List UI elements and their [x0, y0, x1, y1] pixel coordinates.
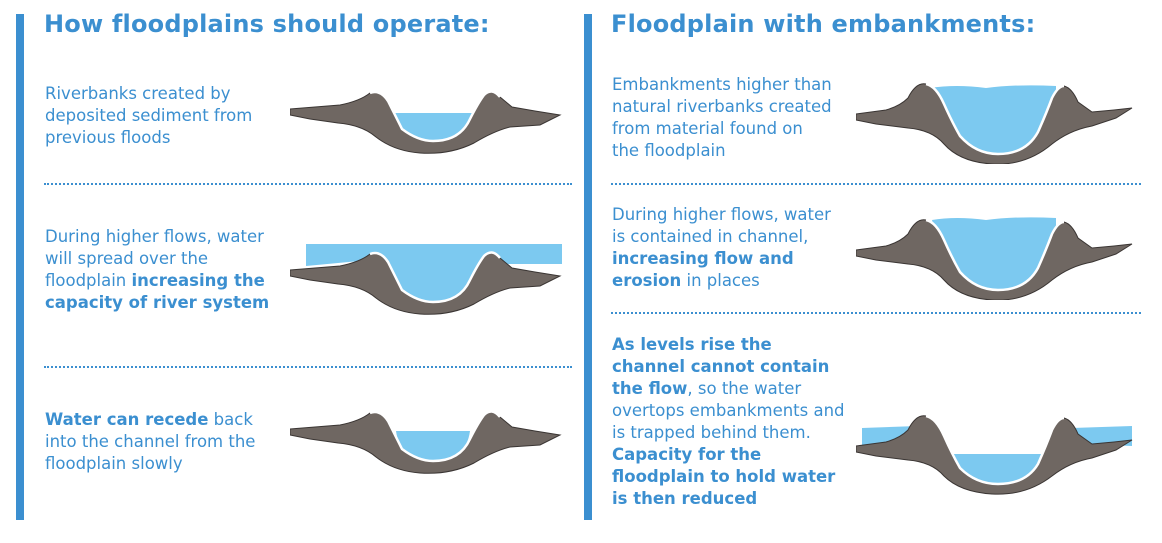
right-panel-3-text: As levels rise the channel cannot contai… [612, 334, 847, 510]
emphasis-text: increasing the capacity of river system [45, 271, 270, 312]
water [396, 431, 470, 461]
text-run: in places [681, 271, 760, 290]
text-run: , so the water overtops embankments and … [612, 379, 845, 442]
text-run: During higher flows, water is contained … [612, 205, 831, 246]
left-panel-3-text: Water can recede back into the channel f… [45, 409, 280, 475]
left-panel-2-diagram [290, 244, 562, 315]
water [932, 217, 1056, 290]
text-run: back into the channel from the floodplai… [45, 410, 256, 473]
right-panel-1-diagram [856, 82, 1133, 164]
right-panel-3-diagram [856, 414, 1133, 495]
emphasis-text: increasing flow and erosion [612, 249, 794, 290]
left-panel-1-text: Riverbanks created by deposited sediment… [45, 83, 275, 149]
left-divider-2 [44, 366, 572, 368]
left-divider-1 [44, 183, 572, 185]
water-channel [950, 454, 1044, 484]
emphasis-text: Capacity for the floodplain to hold wate… [612, 445, 836, 508]
text-run: During higher flows, water will spread o… [45, 227, 264, 290]
right-divider-1 [611, 183, 1141, 185]
left-accent-bar [16, 14, 24, 520]
right-accent-bar [584, 14, 592, 520]
right-panel-1-text: Embankments higher than natural riverban… [612, 74, 832, 162]
emphasis-text: As levels rise the channel cannot contai… [612, 335, 830, 398]
right-panel-2-diagram [856, 217, 1133, 300]
text-run: Riverbanks created by deposited sediment… [45, 84, 253, 147]
left-column-title: How floodplains should operate: [44, 10, 490, 38]
right-column-title: Floodplain with embankments: [611, 10, 1036, 38]
left-panel-2-text: During higher flows, water will spread o… [45, 226, 280, 314]
text-run: Embankments higher than natural riverban… [612, 75, 832, 160]
right-panel-2-text: During higher flows, water is contained … [612, 204, 842, 292]
right-divider-2 [611, 312, 1141, 314]
left-panel-1-diagram [290, 90, 562, 154]
left-panel-3-diagram [290, 410, 562, 474]
emphasis-text: Water can recede [45, 410, 209, 429]
